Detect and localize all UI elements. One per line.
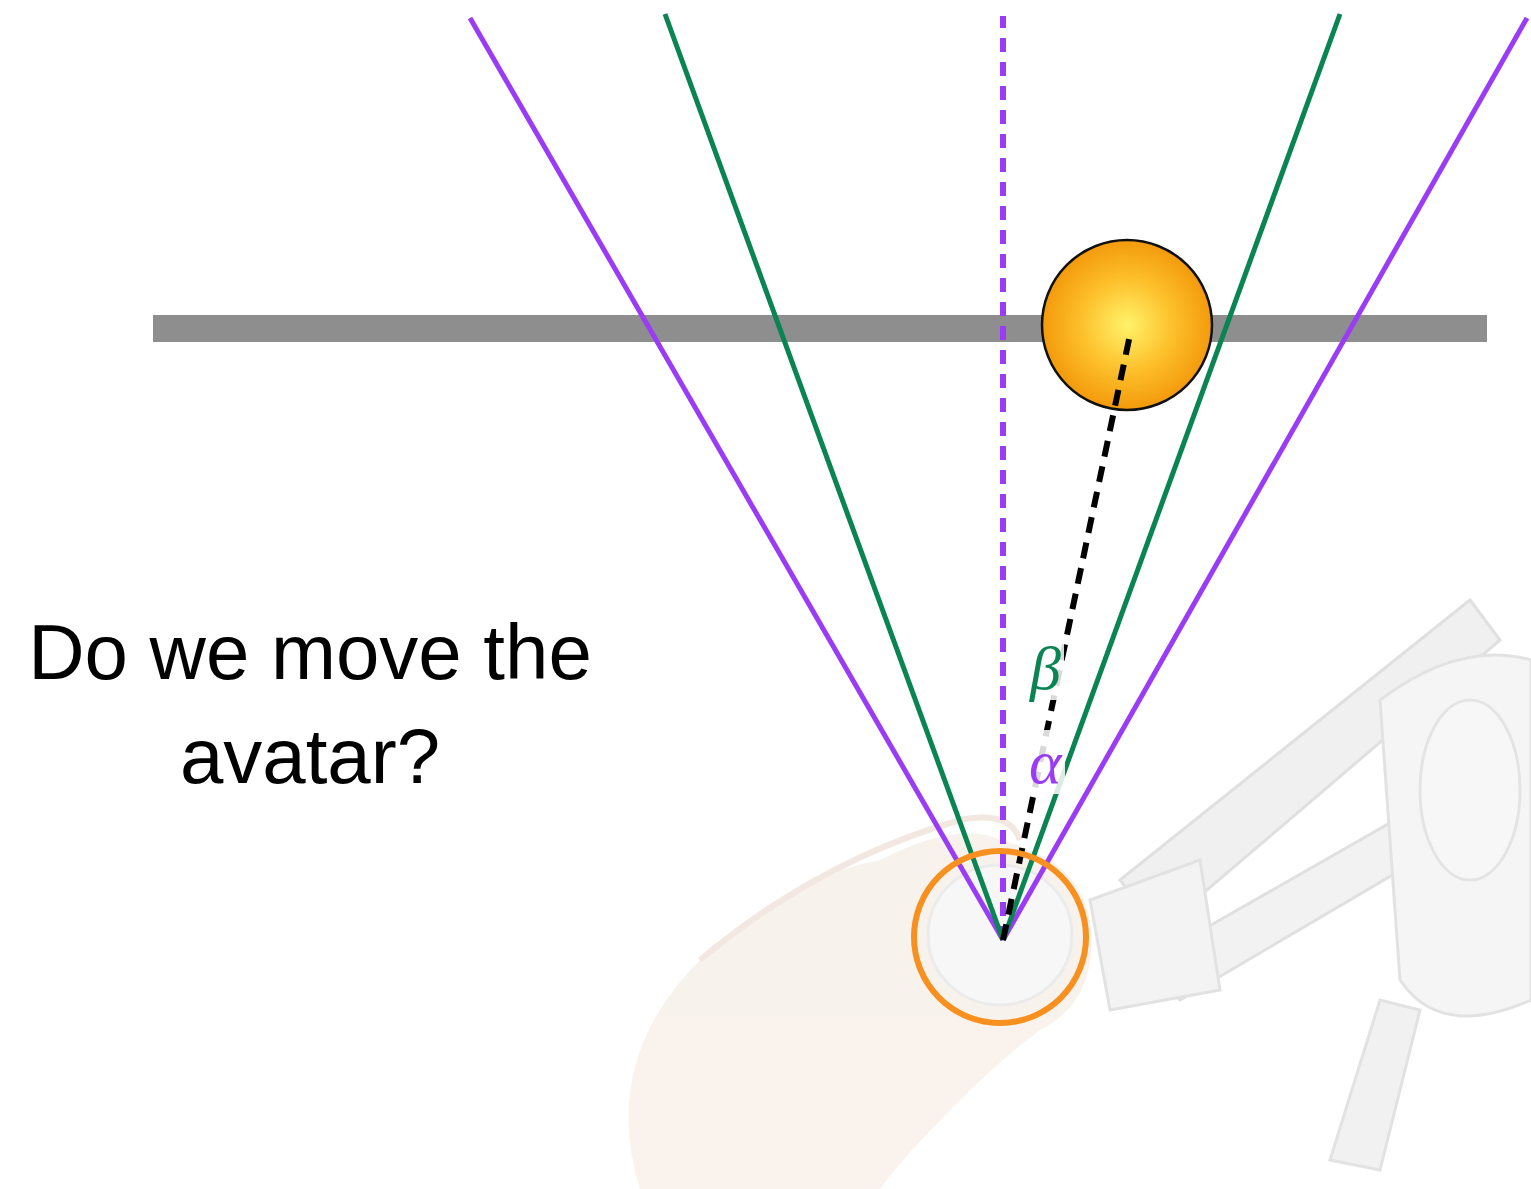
question-text: Do we move the avatar? xyxy=(10,600,610,808)
center-axis xyxy=(1000,16,1006,940)
angle-label: α xyxy=(1026,730,1065,794)
avatar-ring xyxy=(914,851,1086,1023)
haptic-device xyxy=(1090,600,1531,1170)
outer-ray xyxy=(1003,18,1527,940)
target-ray xyxy=(1003,330,1131,940)
hand xyxy=(629,818,1092,1189)
target-ball xyxy=(1042,240,1212,410)
outer-ray xyxy=(470,18,1003,940)
floor-bar xyxy=(153,315,1487,342)
angle-label: β xyxy=(1027,636,1064,700)
inner-ray xyxy=(1003,14,1340,940)
inner-ray xyxy=(665,14,1003,940)
